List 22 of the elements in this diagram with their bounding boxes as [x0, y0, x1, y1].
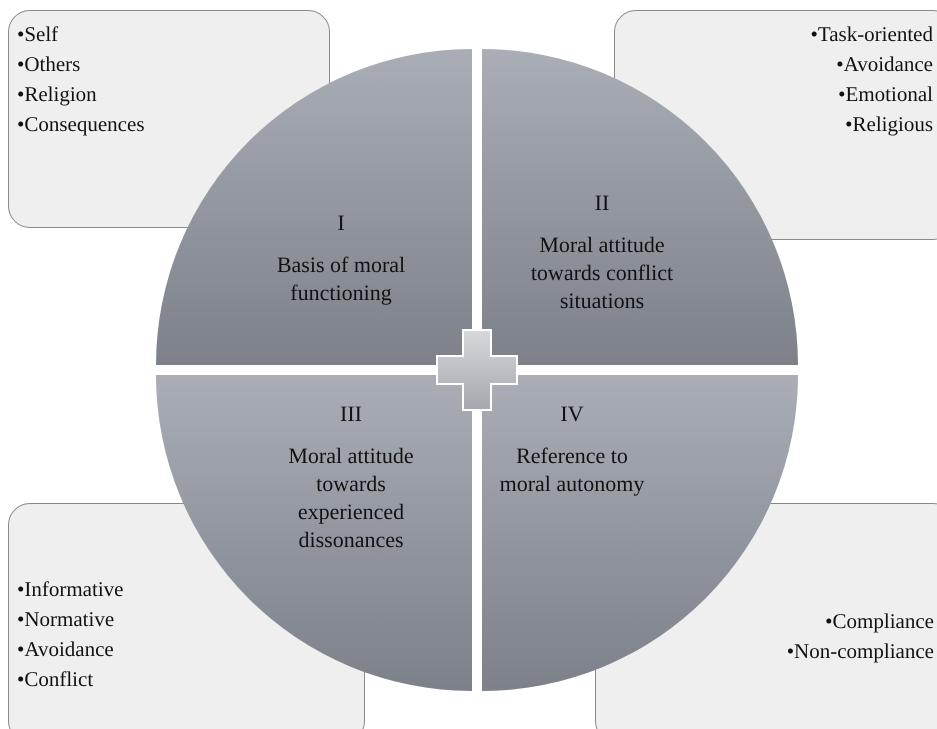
quadrant-title: Basis of moral functioning — [276, 251, 406, 307]
roman-numeral: I — [336, 209, 346, 237]
quadrant-title: Reference to moral autonomy — [498, 442, 646, 498]
bullet-item: •Task-oriented — [810, 21, 933, 48]
roman-numeral: III — [339, 400, 363, 428]
quadrant-title: Moral attitude towards conflict situations — [530, 231, 674, 315]
bullet-item: •Non-compliance — [786, 638, 934, 665]
bullet-item: •Avoidance — [835, 51, 933, 78]
bullet-item: •Emotional — [837, 81, 933, 108]
bullet-item: •Conflict — [17, 666, 94, 693]
bullet-item: •Compliance — [824, 608, 934, 635]
bullet-item: •Informative — [17, 576, 124, 603]
roman-numeral: IV — [559, 400, 585, 428]
quadrant-title: Moral attitude towards experienced dissonances — [287, 442, 415, 554]
bullet-item: •Avoidance — [17, 636, 115, 663]
bullet-item: •Self — [17, 21, 60, 48]
bullet-item: •Others — [17, 51, 82, 78]
bullet-item: •Normative — [17, 606, 116, 633]
bullet-item: •Religion — [17, 81, 98, 108]
bullet-item: •Religious — [844, 111, 933, 138]
bullet-item: •Consequences — [17, 111, 144, 138]
roman-numeral: II — [594, 189, 610, 217]
